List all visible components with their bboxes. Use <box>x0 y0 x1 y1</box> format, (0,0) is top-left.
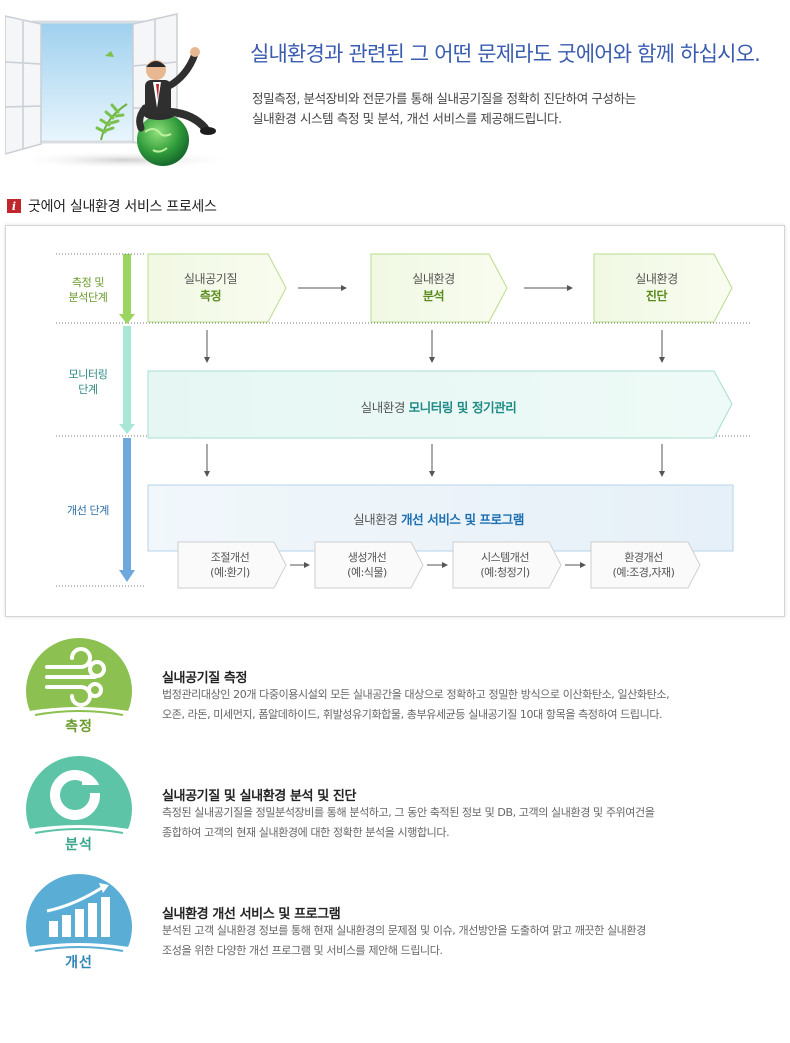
service-analysis: 분석 실내공기질 및 실내환경 분석 및 진단 측정된 실내공기질을 정밀분석장… <box>0 755 790 865</box>
hero-headline: 실내환경과 관련된 그 어떤 문제라도 굿에어와 함께 하십시오. <box>250 42 761 66</box>
sub-box-line: 생성개선 <box>347 551 387 564</box>
service-description: 법정관리대상인 20개 다중이용시설외 모든 실내공간을 대상으로 정확하고 정… <box>162 685 670 725</box>
stage-label-line: 측정 및 <box>71 276 105 289</box>
stage-label-line: 개선 단계 <box>67 504 109 517</box>
service-title: 실내환경 개선 서비스 및 프로그램 <box>162 907 341 922</box>
stage-bar-monitor <box>123 326 131 426</box>
service-description-line: 오존, 라돈, 미세먼지, 폼알데하이드, 휘발성유기화합물, 총부유세균등 실… <box>162 708 663 721</box>
sub-box-line: 환경개선 <box>624 551 663 564</box>
stage-bar-improve <box>123 438 131 572</box>
stage-label-line: 단계 <box>78 383 98 396</box>
stage-label-line: 모니터링 <box>68 368 108 381</box>
stage-label-measure: 측정 및 분석단계 <box>38 275 138 305</box>
top-box-diagnosis-text: 실내환경 진단 <box>594 271 719 305</box>
improvement-box <box>147 484 734 552</box>
service-description: 분석된 고객 실내환경 정보를 통해 현재 실내환경의 문제점 및 이슈, 개선… <box>162 921 646 961</box>
service-improvement: 개선 실내환경 개선 서비스 및 프로그램 분석된 고객 실내환경 정보를 통해… <box>0 873 790 983</box>
hero-banner: 실내환경과 관련된 그 어떤 문제라도 굿에어와 함께 하십시오. 정밀측정, … <box>0 0 790 175</box>
service-title: 실내공기질 및 실내환경 분석 및 진단 <box>162 789 357 804</box>
stage-bar-monitor-head <box>119 424 135 434</box>
service-description-line: 분석된 고객 실내환경 정보를 통해 현재 실내환경의 문제점 및 이슈, 개선… <box>162 924 646 937</box>
top-box-measure-text: 실내공기질 측정 <box>148 271 273 305</box>
stage-label-line: 분석단계 <box>68 291 108 304</box>
stage-label-improve: 개선 단계 <box>38 503 138 518</box>
box-line-emphasis: 진단 <box>645 289 668 303</box>
stage-bar-improve-head <box>119 570 135 582</box>
sub-box-line: 조절개선 <box>210 551 250 564</box>
bar-growth-icon <box>26 874 132 981</box>
box-line-emphasis: 분석 <box>422 289 445 303</box>
sub-box-purifier <box>452 541 562 589</box>
hero-description: 정밀측정, 분석장비와 전문가를 통해 실내공기질을 정확히 진단하여 구성하는… <box>252 89 636 129</box>
sub-box-plants <box>314 541 424 589</box>
stage-label-monitor: 모니터링 단계 <box>38 367 138 397</box>
monitoring-emphasis: 모니터링 및 정기관리 <box>408 400 517 415</box>
sub-box-ventilation <box>177 541 287 589</box>
sub-box-landscape <box>590 541 701 589</box>
service-description: 측정된 실내공기질을 정밀분석장비를 통해 분석하고, 그 동안 축적된 정보 … <box>162 803 655 843</box>
improvement-text: 실내환경 개선 서비스 및 프로그램 <box>151 509 726 528</box>
monitoring-prefix: 실내환경 <box>360 400 409 415</box>
info-icon: i <box>7 199 21 213</box>
section-title: 굿에어 실내환경 서비스 프로세스 <box>28 199 217 215</box>
businessman-on-globe-illustration <box>5 13 235 167</box>
box-line: 실내공기질 <box>183 272 238 286</box>
pie-chart-icon <box>26 756 132 863</box>
improvement-prefix: 실내환경 <box>353 512 402 527</box>
process-diagram-graphic <box>56 253 751 589</box>
sub-box-ventilation-text: 조절개선 (예:환기) <box>178 550 282 580</box>
sub-box-purifier-text: 시스템개선 (예:청정기) <box>453 550 557 580</box>
section-heading: i 굿에어 실내환경 서비스 프로세스 <box>7 196 217 216</box>
fan-wind-icon <box>26 638 132 745</box>
service-title: 실내공기질 측정 <box>162 671 248 686</box>
service-icon-label: 측정 <box>65 719 93 735</box>
sub-box-line: (예:환기) <box>210 566 250 579</box>
service-icon-label: 분석 <box>65 837 93 853</box>
sub-box-landscape-text: 환경개선 (예:조경,자재) <box>591 550 696 580</box>
service-description-line: 조성을 위한 다양한 개선 프로그램 및 서비스를 제안해 드립니다. <box>162 944 443 957</box>
stage-bar-measure-head <box>119 314 135 324</box>
top-box-diagnosis <box>593 253 733 323</box>
sub-box-line: (예:청정기) <box>480 566 530 579</box>
service-measure: 측정 실내공기질 측정 법정관리대상인 20개 다중이용시설외 모든 실내공간을… <box>0 637 790 747</box>
sub-box-plants-text: 생성개선 (예:식물) <box>315 550 419 580</box>
box-line-emphasis: 측정 <box>199 289 222 303</box>
improvement-emphasis: 개선 서비스 및 프로그램 <box>401 512 524 527</box>
sub-box-line: (예:식물) <box>347 566 387 579</box>
top-box-analysis-text: 실내환경 분석 <box>371 271 496 305</box>
monitoring-text: 실내환경 모니터링 및 정기관리 <box>151 397 726 416</box>
hero-description-line: 실내환경 시스템 측정 및 분석, 개선 서비스를 제공해드립니다. <box>252 111 562 126</box>
hero-description-line: 정밀측정, 분석장비와 전문가를 통해 실내공기질을 정확히 진단하여 구성하는 <box>252 91 636 106</box>
top-box-analysis <box>370 253 508 323</box>
box-line: 실내환경 <box>412 272 455 286</box>
service-description-line: 종합하여 고객의 현재 실내환경에 대한 정확한 분석을 시행합니다. <box>162 826 450 839</box>
process-diagram: 측정 및 분석단계 모니터링 단계 개선 단계 실내공기질 측정 실내환경 분석… <box>5 225 785 617</box>
top-box-measure <box>147 253 287 323</box>
sub-box-line: 시스템개선 <box>480 551 530 564</box>
service-description-line: 측정된 실내공기질을 정밀분석장비를 통해 분석하고, 그 동안 축적된 정보 … <box>162 806 655 819</box>
monitoring-box <box>147 370 733 439</box>
box-line: 실내환경 <box>635 272 678 286</box>
sub-box-line: (예:조경,자재) <box>612 566 675 579</box>
service-icon-label: 개선 <box>65 955 93 971</box>
stage-bar-measure <box>123 254 131 316</box>
service-description-line: 법정관리대상인 20개 다중이용시설외 모든 실내공간을 대상으로 정확하고 정… <box>162 688 670 701</box>
